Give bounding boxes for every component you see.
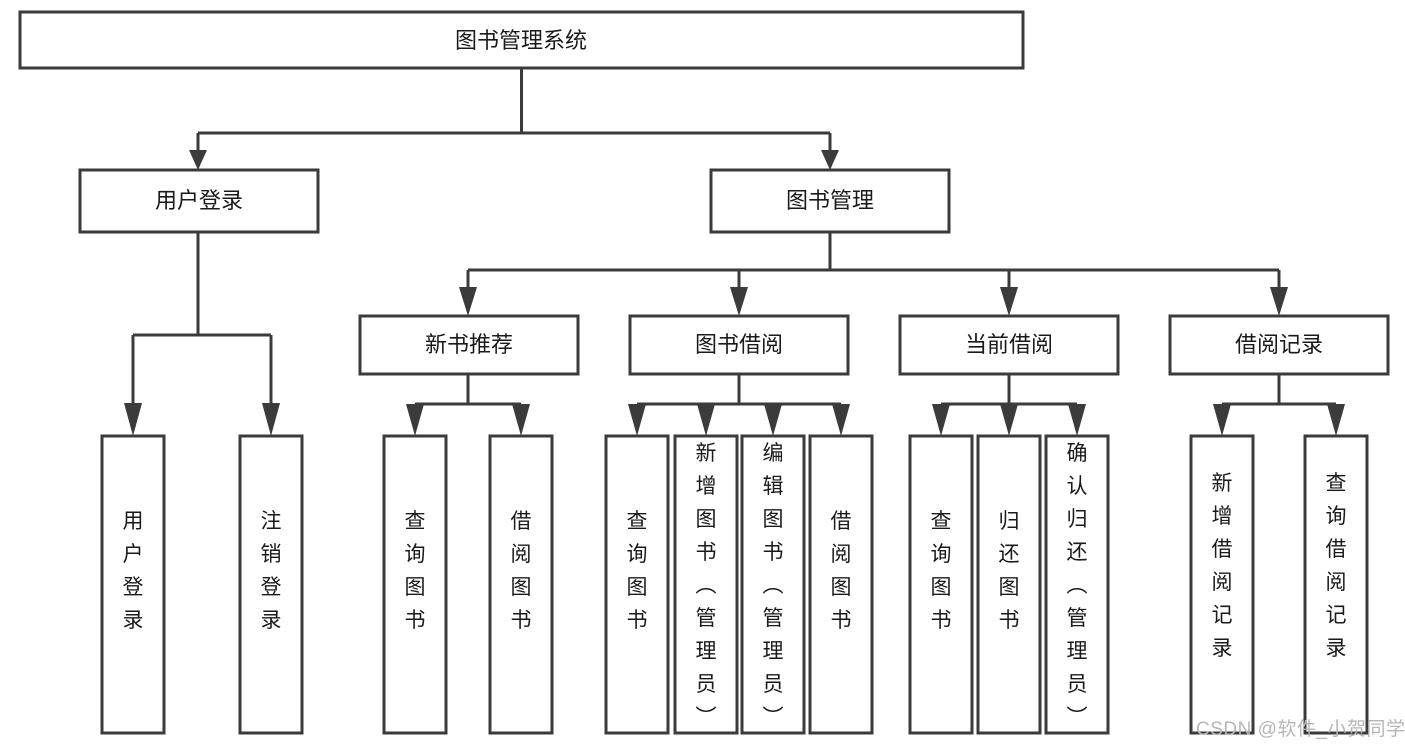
arrowhead-current-borrow	[1000, 287, 1018, 316]
node-leaf-confirm-return[interactable]: 确认归还︵管理员︶	[1044, 434, 1110, 735]
node-leaf-borrow-book-1-box[interactable]	[488, 434, 554, 735]
node-leaf-borrow-book-2-box[interactable]	[808, 434, 874, 735]
node-new-book-recommend-box[interactable]	[358, 314, 580, 376]
node-leaf-query-book-3[interactable]: 查询图书	[908, 434, 974, 735]
node-user-login-label: 用户登录	[155, 188, 243, 213]
node-leaf-edit-book-label: 编辑图书︵管理员︶	[763, 442, 784, 729]
node-leaf-query-record[interactable]: 查询借阅记录	[1303, 434, 1369, 735]
node-borrow-record[interactable]: 借阅记录	[1168, 314, 1390, 376]
arrowhead-leaf-query-record	[1327, 404, 1345, 436]
node-leaf-add-book-label: 新增图书︵管理员︶	[696, 442, 717, 729]
arrowhead-leaf-logout-login	[262, 403, 280, 436]
node-leaf-query-record-box[interactable]	[1303, 434, 1369, 735]
node-root-label: 图书管理系统	[455, 28, 587, 53]
node-leaf-return-book-label: 归还图书	[999, 510, 1020, 632]
node-borrow-record-label: 借阅记录	[1235, 332, 1323, 357]
arrowhead-leaf-user-login	[124, 403, 142, 436]
node-leaf-query-book-2-label: 查询图书	[627, 510, 648, 632]
node-user-login[interactable]: 用户登录	[78, 168, 320, 234]
connector-group-new-book-recommend	[406, 374, 530, 436]
node-leaf-logout-login[interactable]: 注销登录	[238, 434, 304, 735]
arrowhead-leaf-borrow-book-2	[832, 404, 850, 436]
node-leaf-query-book-2[interactable]: 查询图书	[604, 434, 670, 735]
connector-group-root	[189, 68, 839, 170]
node-leaf-user-login[interactable]: 用户登录	[100, 434, 166, 735]
node-book-management-box[interactable]	[709, 168, 951, 234]
node-book-borrow[interactable]: 图书借阅	[628, 314, 850, 376]
node-leaf-query-book-1-label: 查询图书	[405, 510, 426, 632]
node-user-login-box[interactable]	[78, 168, 320, 234]
node-leaf-edit-book-box[interactable]	[740, 434, 806, 735]
arrowhead-leaf-query-book-1	[406, 404, 424, 436]
arrowhead-leaf-add-record	[1213, 404, 1231, 436]
arrowhead-user-login	[189, 150, 207, 170]
arrowhead-leaf-query-book-2	[628, 404, 646, 436]
node-new-book-recommend-label: 新书推荐	[425, 332, 513, 357]
node-book-management-label: 图书管理	[786, 188, 874, 213]
node-leaf-confirm-return-label: 确认归还︵管理员︶	[1067, 442, 1088, 729]
node-leaf-return-book-box[interactable]	[976, 434, 1042, 735]
node-new-book-recommend[interactable]: 新书推荐	[358, 314, 580, 376]
node-leaf-borrow-book-2-label: 借阅图书	[831, 510, 852, 632]
node-leaf-add-book[interactable]: 新增图书︵管理员︶	[673, 434, 739, 735]
node-book-management[interactable]: 图书管理	[709, 168, 951, 234]
connector-group-user-login	[124, 232, 280, 436]
node-current-borrow-box[interactable]	[898, 314, 1120, 376]
node-borrow-record-box[interactable]	[1168, 314, 1390, 376]
arrowhead-new-book-recommend	[459, 287, 477, 316]
arrowhead-borrow-record	[1270, 287, 1288, 316]
node-leaf-add-record[interactable]: 新增借阅记录	[1189, 434, 1255, 735]
arrowhead-leaf-query-book-3	[932, 404, 950, 436]
arrowhead-leaf-add-book	[697, 404, 715, 436]
node-leaf-borrow-book-1[interactable]: 借阅图书	[488, 434, 554, 735]
connector-group-book-borrow	[628, 374, 850, 436]
node-book-borrow-label: 图书借阅	[695, 332, 783, 357]
arrowhead-book-management	[821, 150, 839, 170]
node-leaf-logout-login-box[interactable]	[238, 434, 304, 735]
arrowhead-leaf-borrow-book-1	[512, 404, 530, 436]
node-leaf-query-book-3-box[interactable]	[908, 434, 974, 735]
node-leaf-query-book-3-label: 查询图书	[931, 510, 952, 632]
arrowhead-leaf-confirm-return	[1068, 404, 1086, 436]
node-leaf-logout-login-label: 注销登录	[261, 510, 282, 632]
node-current-borrow[interactable]: 当前借阅	[898, 314, 1120, 376]
node-leaf-query-book-1[interactable]: 查询图书	[382, 434, 448, 735]
connector-group-current-borrow	[932, 374, 1086, 436]
node-leaf-add-record-box[interactable]	[1189, 434, 1255, 735]
node-leaf-query-record-label: 查询借阅记录	[1326, 472, 1347, 660]
arrowhead-book-borrow	[730, 287, 748, 316]
node-leaf-confirm-return-box[interactable]	[1044, 434, 1110, 735]
connector-group-book-management	[459, 232, 1288, 316]
node-root-box[interactable]	[18, 10, 1025, 70]
node-leaf-add-book-box[interactable]	[673, 434, 739, 735]
node-leaf-user-login-box[interactable]	[100, 434, 166, 735]
node-leaf-query-book-1-box[interactable]	[382, 434, 448, 735]
node-leaf-borrow-book-2[interactable]: 借阅图书	[808, 434, 874, 735]
node-leaf-user-login-label: 用户登录	[123, 510, 144, 632]
arrowhead-leaf-edit-book	[764, 404, 782, 436]
node-root[interactable]: 图书管理系统	[18, 10, 1025, 70]
arrowhead-leaf-return-book	[1000, 404, 1018, 436]
node-leaf-borrow-book-1-label: 借阅图书	[511, 510, 532, 632]
node-leaf-query-book-2-box[interactable]	[604, 434, 670, 735]
node-leaf-return-book[interactable]: 归还图书	[976, 434, 1042, 735]
node-current-borrow-label: 当前借阅	[965, 332, 1053, 357]
node-leaf-edit-book[interactable]: 编辑图书︵管理员︶	[740, 434, 806, 735]
connector-group-borrow-record	[1213, 374, 1345, 436]
node-leaf-add-record-label: 新增借阅记录	[1212, 472, 1233, 660]
node-book-borrow-box[interactable]	[628, 314, 850, 376]
